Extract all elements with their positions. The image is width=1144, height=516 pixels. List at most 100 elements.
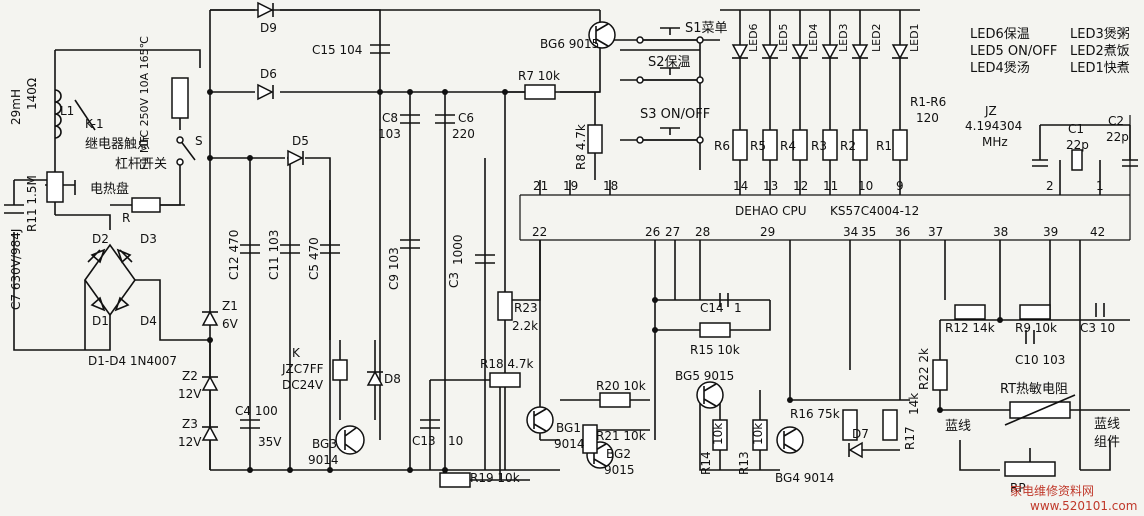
capacitor-c8 bbox=[400, 114, 420, 124]
cpu-model-label: KS57C4004-12 bbox=[830, 204, 919, 218]
lever-switch-label: 杠杆开关 bbox=[115, 156, 167, 172]
fuse-f1 bbox=[171, 77, 189, 119]
capacitor-c1 bbox=[1032, 150, 1048, 167]
l1-value-label: 29mH bbox=[9, 89, 23, 125]
r2-label: R2 bbox=[840, 139, 856, 153]
mode-legend: LED6保温 LED3煲粥 LED5 ON/OFF LED2煮饭 LED4煲汤 … bbox=[970, 26, 1130, 76]
led1-label: LED1 bbox=[908, 23, 921, 52]
z1v-label: 6V bbox=[222, 317, 239, 331]
z2-label: Z2 bbox=[182, 369, 198, 383]
pin-27: 27 bbox=[665, 225, 680, 239]
resistor-r7 bbox=[524, 84, 556, 100]
legend-led4: LED4煲汤 bbox=[970, 60, 1030, 76]
transistor-bg3 bbox=[335, 425, 365, 455]
d8-label: D8 bbox=[384, 372, 401, 386]
r13v-label: 10k bbox=[751, 423, 765, 445]
capacitor-c12 bbox=[240, 244, 260, 254]
d3-label: D3 bbox=[140, 232, 157, 246]
r13-label: R13 bbox=[737, 451, 751, 475]
c13-label: C13 bbox=[412, 434, 436, 448]
legend-led6: LED6保温 bbox=[970, 27, 1030, 42]
jz-unit-label: MHz bbox=[982, 135, 1008, 149]
bg2m-label: 9015 bbox=[604, 463, 635, 477]
resistor-r14 bbox=[712, 419, 728, 451]
pin-29: 29 bbox=[760, 225, 775, 239]
c4v-label: 35V bbox=[258, 435, 282, 449]
pin-42: 42 bbox=[1090, 225, 1105, 239]
r18-label: R18 4.7k bbox=[480, 357, 534, 371]
resistor-r16 bbox=[842, 409, 858, 441]
r19-label: R19 10k bbox=[470, 471, 520, 485]
s1-label: S1菜单 bbox=[685, 21, 728, 36]
c14-label: C14 bbox=[700, 301, 724, 315]
pin-36: 36 bbox=[895, 225, 910, 239]
pin-14: 14 bbox=[733, 179, 748, 193]
r1-label: R1 bbox=[876, 139, 892, 153]
relay-contact bbox=[74, 99, 96, 131]
pin-37: 37 bbox=[928, 225, 943, 239]
c3v-label: 1000 bbox=[451, 234, 465, 265]
resistor-r20 bbox=[599, 392, 631, 408]
r14-label: R14 bbox=[699, 451, 713, 475]
c7-label: C7 630V/984J bbox=[9, 229, 23, 310]
capacitor-c5 bbox=[320, 244, 340, 254]
legend-led2: LED2煮饭 bbox=[1070, 44, 1130, 59]
rt-label: RT热敏电阻 bbox=[1000, 382, 1068, 397]
led2-label: LED2 bbox=[870, 23, 883, 52]
r12-label: R12 14k bbox=[945, 321, 995, 335]
d4-label: D4 bbox=[140, 314, 157, 328]
r15-label: R15 10k bbox=[690, 343, 740, 357]
led5-label: LED5 bbox=[777, 23, 790, 52]
bg1-label: BG1 bbox=[556, 421, 581, 435]
diode-d6 bbox=[257, 83, 274, 101]
pin-9: 9 bbox=[896, 179, 904, 193]
watermark-url: www.520101.com bbox=[1030, 499, 1137, 513]
switch-s1 bbox=[640, 27, 700, 41]
diode-d8 bbox=[366, 370, 384, 386]
l1-name-label: L1 bbox=[60, 104, 74, 118]
resistor-r13 bbox=[752, 419, 768, 451]
z1-label: Z1 bbox=[222, 299, 238, 313]
r9-label: R9 10k bbox=[1015, 321, 1057, 335]
capacitor-c6 bbox=[435, 114, 455, 124]
transistor-bg5 bbox=[696, 381, 724, 409]
resistor-r23 bbox=[497, 291, 513, 321]
pin-26: 26 bbox=[645, 225, 660, 239]
s2-label: S2保温 bbox=[648, 55, 691, 70]
c11-label: C11 103 bbox=[267, 230, 281, 280]
r1r6-label: R1-R6 bbox=[910, 95, 946, 109]
capacitor-c14 bbox=[719, 293, 729, 307]
crystal-jz bbox=[1071, 149, 1083, 171]
bg3-label: BG3 bbox=[312, 437, 337, 451]
c2-label: C2 bbox=[1108, 114, 1124, 128]
resistor-r19 bbox=[439, 472, 471, 488]
capacitor-c3 bbox=[475, 254, 495, 264]
capacitor-c15 bbox=[370, 44, 390, 54]
r20-label: R20 10k bbox=[596, 379, 646, 393]
r3-label: R3 bbox=[811, 139, 827, 153]
pin-12: 12 bbox=[793, 179, 808, 193]
zener-z2 bbox=[201, 375, 219, 391]
r23v-label: 2.2k bbox=[512, 319, 538, 333]
diode-d7 bbox=[848, 441, 863, 459]
watermark-site: 家电维修资料网 bbox=[1010, 483, 1094, 498]
diodes-label: D1-D4 1N4007 bbox=[88, 354, 177, 368]
blue-wire2-label: 蓝线 bbox=[1094, 417, 1120, 432]
legend-led5: LED5 ON/OFF bbox=[970, 44, 1057, 59]
bg1m-label: 9014 bbox=[554, 437, 585, 451]
c9-label: C9 103 bbox=[387, 247, 401, 290]
c10-label: C10 103 bbox=[1015, 353, 1065, 367]
resistor-r17 bbox=[882, 409, 898, 441]
r21-label: R21 10k bbox=[596, 429, 646, 443]
switch-s2 bbox=[640, 67, 700, 81]
resistor-r18 bbox=[489, 372, 521, 388]
relay-contact-name: K-1 bbox=[85, 117, 104, 131]
bg2-label: BG2 bbox=[606, 447, 631, 461]
fuse-label: F1 MTC 250V 10A 165℃ bbox=[138, 36, 151, 170]
z3-label: Z3 bbox=[182, 417, 198, 431]
diode-d3 bbox=[116, 248, 133, 264]
c1v-label: 22p bbox=[1066, 138, 1089, 152]
diode-d5 bbox=[287, 149, 304, 167]
relay-contact-desc: 继电器触点 bbox=[85, 137, 150, 152]
